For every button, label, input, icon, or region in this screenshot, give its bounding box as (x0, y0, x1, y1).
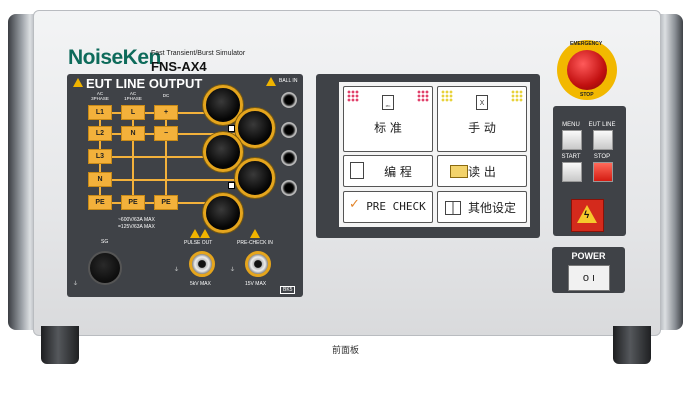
eut-panel-title: EUT LINE OUTPUT (86, 76, 203, 91)
tile-label: 编 程 (384, 165, 412, 179)
line-to-knob (110, 156, 210, 158)
model-name: FNS-AX4 (151, 59, 207, 74)
tile-label: 标 准 (374, 121, 402, 135)
header-ac-3phase: AC 3PHASE (91, 91, 109, 101)
banana-jack[interactable] (281, 122, 297, 138)
output-knob[interactable] (203, 193, 243, 233)
terminal-n: N (121, 126, 145, 141)
terminal-plus: + (154, 105, 178, 120)
eut-line-label: EUT LINE (588, 122, 616, 128)
ground-icon: ⏚ (174, 267, 180, 273)
menu-button[interactable] (562, 130, 582, 150)
right-foot (613, 326, 651, 364)
start-button[interactable] (562, 162, 582, 182)
terminal-pe: PE (88, 195, 112, 210)
pulse-out-connector[interactable] (189, 251, 215, 277)
rating-label: ~600V/63A MAX (118, 217, 155, 223)
banana-jack[interactable] (281, 180, 297, 196)
sg-label: SG (101, 239, 109, 245)
header-dc: DC (162, 93, 170, 98)
sg-connector[interactable] (88, 251, 122, 285)
start-label: START (561, 154, 581, 160)
terminal-l3: L3 (88, 149, 112, 164)
document-icon: IEC (382, 95, 394, 110)
menu-label: MENU (562, 122, 580, 128)
header-ac-1phase: AC 1PHASE (124, 91, 142, 101)
tile-read[interactable]: 读 出 (437, 155, 527, 187)
left-foot (41, 326, 79, 364)
bus-line (132, 112, 134, 207)
terminal-pe: PE (121, 195, 145, 210)
tile-standard[interactable]: IEC 标 准 (343, 86, 433, 152)
line-to-knob (110, 179, 238, 181)
tile-manual[interactable]: X 手 动 (437, 86, 527, 152)
indicator-square (228, 182, 235, 189)
warning-icon (190, 229, 200, 238)
output-knob[interactable] (203, 132, 243, 172)
ball-in-label: BALL IN (279, 78, 298, 84)
page-icon (350, 162, 364, 179)
emergency-label: EMERGENCY (570, 41, 603, 47)
tile-program[interactable]: 编 程 (343, 155, 433, 187)
dots-decoration (441, 90, 453, 102)
terminal-l: L (121, 105, 145, 120)
power-switch-symbols: o ı (582, 272, 596, 284)
lightning-icon: ϟ (584, 210, 590, 221)
folder-icon (450, 165, 468, 178)
model-subtitle: Fast Transient/Burst Simulator (151, 50, 246, 57)
dots-decoration (511, 90, 523, 102)
warning-icon (73, 78, 83, 87)
output-knob[interactable] (235, 108, 275, 148)
warning-icon (577, 205, 597, 223)
tile-label: PRE CHECK (366, 200, 426, 213)
hand-document-icon: X (476, 95, 488, 110)
indicator-square (228, 125, 235, 132)
emergency-stop-button[interactable] (567, 50, 607, 90)
terminal-l1: L1 (88, 105, 112, 120)
warning-icon (200, 229, 210, 238)
stop-label: STOP (593, 154, 611, 160)
high-voltage-indicator: ϟ (571, 199, 604, 232)
rating-label: =125V/63A MAX (118, 224, 155, 230)
bus-line (165, 112, 167, 207)
tile-label: 读 出 (468, 165, 496, 179)
corner-label: BK5 (280, 286, 296, 294)
eut-line-button[interactable] (593, 130, 613, 150)
ground-icon: ⏚ (73, 281, 79, 287)
warning-icon (250, 229, 260, 238)
power-switch[interactable]: o ı (568, 265, 610, 291)
emergency-stop-label: STOP (580, 92, 594, 98)
banana-jack[interactable] (281, 92, 297, 108)
terminal-minus: − (154, 126, 178, 141)
pre-check-label: PRE-CHECK IN (237, 240, 273, 246)
pulse-out-label: PULSE OUT (184, 240, 213, 246)
tile-pre-check[interactable]: ✓ PRE CHECK (343, 191, 433, 223)
dots-decoration (347, 90, 359, 102)
figure-caption: 前面板 (331, 346, 359, 356)
pre-check-connector[interactable] (245, 251, 271, 277)
banana-jack[interactable] (281, 150, 297, 166)
tile-label: 手 动 (468, 121, 496, 135)
brand-logo: NoiseKen (68, 46, 161, 69)
check-icon: ✓ (349, 197, 360, 212)
tile-other-settings[interactable]: 其他设定 (437, 191, 527, 223)
stop-button[interactable] (593, 162, 613, 182)
ground-icon: ⏚ (230, 267, 236, 273)
power-label: POWER (571, 251, 606, 261)
pre-check-rating: 15V MAX (245, 281, 267, 287)
output-knob[interactable] (235, 158, 275, 198)
dots-decoration (417, 90, 429, 102)
terminal-l2: L2 (88, 126, 112, 141)
pulse-out-rating: 5kV MAX (190, 281, 211, 287)
terminal-n: N (88, 172, 112, 187)
warning-icon (266, 77, 276, 86)
tile-label: 其他设定 (467, 201, 516, 215)
blocks-icon (445, 201, 461, 215)
terminal-pe: PE (154, 195, 178, 210)
